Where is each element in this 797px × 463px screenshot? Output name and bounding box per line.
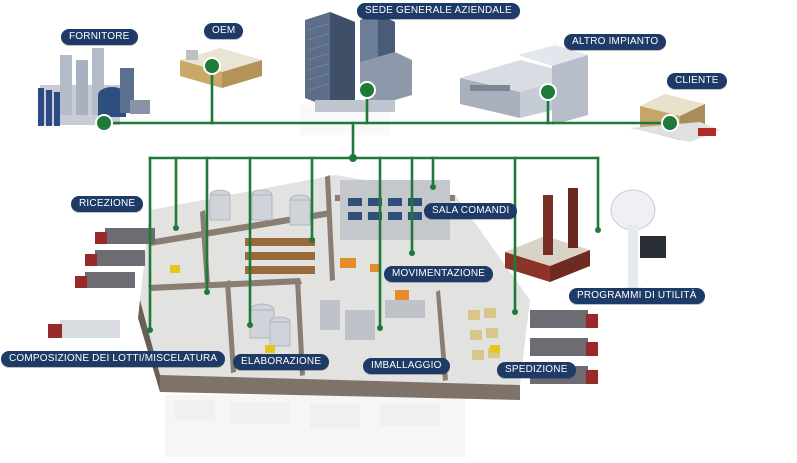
node-altro-impianto — [539, 83, 557, 101]
utility-plant — [505, 188, 666, 297]
supplier-building — [38, 48, 150, 126]
node-cliente — [661, 114, 679, 132]
label-fornitore: FORNITORE — [61, 29, 138, 45]
headquarters-building — [305, 12, 412, 112]
node-fornitore — [95, 114, 113, 132]
label-programmi-utilita: PROGRAMMI DI UTILITÀ — [569, 288, 705, 304]
label-sala-comandi: SALA COMANDI — [424, 203, 518, 219]
network-nodes — [95, 57, 679, 333]
label-altro-impianto: ALTRO IMPIANTO — [564, 34, 667, 50]
oem-building — [180, 48, 262, 88]
label-spedizione: SPEDIZIONE — [497, 362, 576, 378]
label-composizione: COMPOSIZIONE DEI LOTTI/MISCELATURA — [1, 351, 226, 367]
node-hub — [349, 154, 357, 162]
label-cliente: CLIENTE — [667, 73, 727, 89]
other-plant-building — [460, 45, 588, 125]
node-sede — [358, 81, 376, 99]
label-imballaggio: IMBALLAGGIO — [363, 358, 450, 374]
label-oem: OEM — [204, 23, 244, 39]
label-ricezione: RICEZIONE — [71, 196, 144, 212]
label-sede-generale: SEDE GENERALE AZIENDALE — [357, 3, 520, 19]
receiving-trucks — [48, 228, 155, 338]
label-movimentazione: MOVIMENTAZIONE — [384, 266, 494, 282]
node-oem — [203, 57, 221, 75]
label-elaborazione: ELABORAZIONE — [233, 354, 330, 370]
factory-floorplan — [138, 175, 530, 400]
network-lines — [102, 64, 672, 332]
